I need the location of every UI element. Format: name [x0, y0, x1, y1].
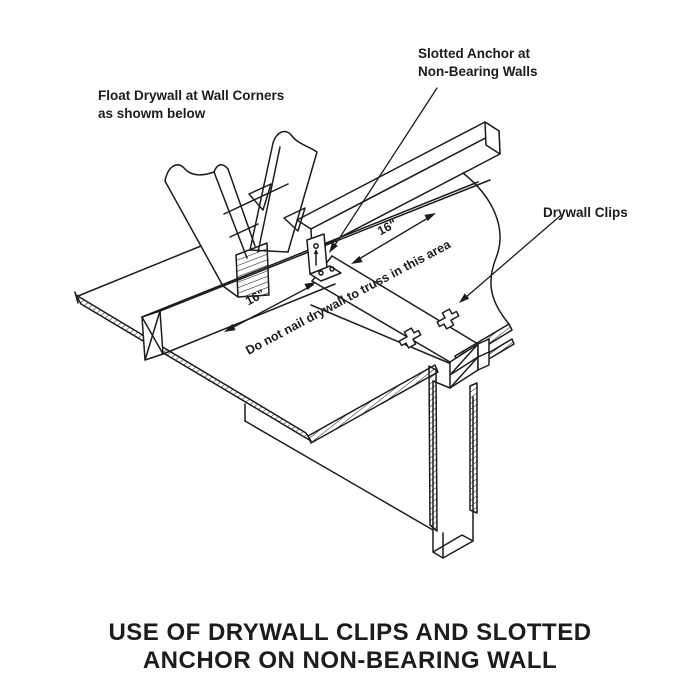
float-corner-label-line1: Float Drywall at Wall Corners [98, 88, 284, 103]
clips-leader-line [464, 215, 561, 299]
slotted-anchor [306, 233, 342, 282]
drywall-clip-a [436, 308, 460, 330]
dimension-16-right: 16" [375, 217, 399, 239]
slotted-anchor-label-line1: Slotted Anchor at [418, 46, 531, 61]
slotted-anchor-label-line2: Non-Bearing Walls [418, 64, 538, 79]
drywall-clip-b [398, 327, 422, 349]
no-nail-note: Do not nail drywall to truss in this are… [243, 237, 453, 358]
wall-top-plate [310, 255, 490, 389]
truss-background-members [223, 183, 306, 238]
diagram-title-line2: ANCHOR ON NON-BEARING WALL [143, 647, 557, 674]
dimension-lines [227, 214, 434, 331]
arrowheads [224, 213, 470, 332]
floated-drywall-corner [235, 242, 270, 298]
anchor-leader-line [332, 87, 438, 249]
wall-drywall-top-edge [307, 364, 439, 444]
truss-web-right [249, 130, 318, 253]
diagram-title-line1: USE OF DRYWALL CLIPS AND SLOTTED [108, 619, 591, 646]
drywall-break-curve [462, 172, 510, 325]
wall-end-stud [432, 380, 474, 559]
float-corner-label-line2: as showm below [98, 106, 206, 121]
wall-drywall-edge-strips [428, 365, 478, 532]
drywall-clips-label: Drywall Clips [543, 205, 628, 220]
far-truss-chord [296, 121, 501, 253]
truss-web-left [164, 164, 256, 298]
